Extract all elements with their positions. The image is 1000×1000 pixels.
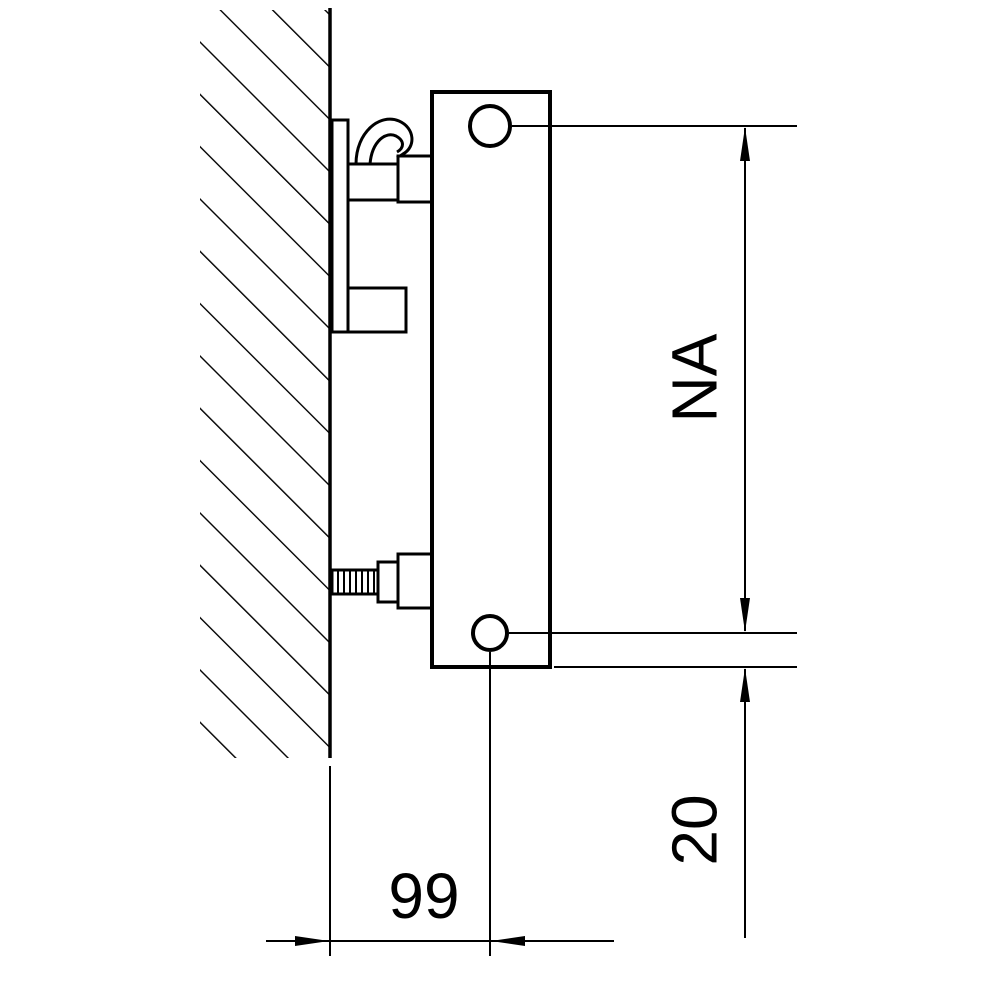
dimension-label-na: NA — [658, 333, 730, 422]
upper-mounting-bracket — [330, 117, 434, 334]
dimension-label-20: 20 — [658, 794, 730, 865]
arrow-left-icon — [491, 936, 525, 946]
bracket-hook-inner — [368, 133, 404, 165]
dimension-na: NA — [658, 127, 750, 632]
dimension-99: 99 — [266, 860, 614, 946]
dimension-label-99: 99 — [388, 860, 459, 932]
top-pipe-connection — [468, 104, 512, 148]
arrow-up-icon — [740, 668, 750, 702]
arrow-right-icon — [295, 936, 329, 946]
arrow-up-icon — [740, 127, 750, 161]
wall-hatching — [200, 10, 330, 758]
arrow-down-icon — [740, 598, 750, 632]
bottom-lug — [396, 552, 434, 610]
bolt-collar — [376, 560, 400, 604]
radiator-profile — [430, 90, 552, 669]
lower-mounting-bolt — [330, 552, 434, 610]
bracket-hook-outer — [354, 117, 414, 165]
dimension-20: 20 — [658, 668, 750, 938]
extension-lines — [329, 125, 797, 956]
bracket-foot — [346, 286, 408, 334]
radiator-body — [430, 90, 552, 669]
bracket-wall-plate — [330, 118, 350, 334]
bottom-pipe-connection — [471, 614, 509, 652]
radiator-hanging-lug — [396, 154, 434, 204]
